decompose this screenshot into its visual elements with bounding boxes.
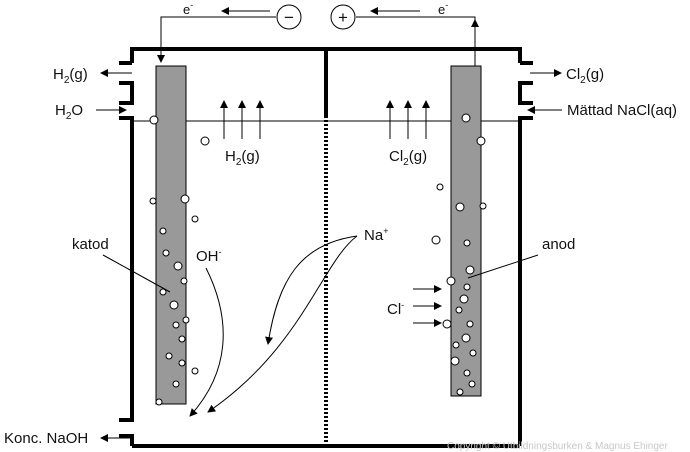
cathode-wire xyxy=(160,16,276,58)
minus-sign: − xyxy=(284,8,294,27)
anode-leader-line xyxy=(467,254,539,279)
right-electron-label: e- xyxy=(438,0,448,17)
sodium-label: Na+ xyxy=(364,226,388,244)
copyright-text: Copyright © Utbildningsburken & Magnus E… xyxy=(447,441,668,452)
left-electron-label: e- xyxy=(183,0,193,17)
cl2-rising-arrows xyxy=(386,100,430,139)
external-circuit xyxy=(160,16,476,66)
left-water-inlet-stub xyxy=(119,116,134,422)
anode-label: anod xyxy=(542,236,575,253)
h2-gas-label: H2(g) xyxy=(225,148,260,168)
cl2-gas-label: Cl2(g) xyxy=(389,148,427,168)
hydroxide-migration-arrow xyxy=(189,267,224,417)
h2-rising-arrows xyxy=(220,100,264,139)
right-brine-inlet-stub xyxy=(518,116,533,446)
anode-wire xyxy=(356,16,476,66)
anode-bubbles xyxy=(431,113,487,396)
cathode-electrode xyxy=(155,65,187,405)
positive-terminal xyxy=(330,4,356,30)
plus-sign: + xyxy=(338,8,348,27)
brine-inlet-label: Mättad NaCl(aq) xyxy=(567,102,677,119)
naoh-outlet-label: Konc. NaOH xyxy=(4,430,88,447)
chloride-label: Cl- xyxy=(387,300,404,318)
h2-outlet-label: H2(g) xyxy=(53,66,88,86)
sodium-migration-arrow-to-bottom xyxy=(207,235,358,413)
cathode-label: katod xyxy=(72,236,109,253)
negative-terminal xyxy=(276,4,302,30)
left-h2-outlet-stub xyxy=(119,61,134,105)
sodium-migration-arrow-to-cathode xyxy=(265,235,358,345)
cathode-leader-line xyxy=(102,254,171,293)
cl2-outlet-label: Cl2(g) xyxy=(566,66,604,86)
hydroxide-label: OH- xyxy=(196,247,222,265)
cathode-bubbles xyxy=(149,115,210,406)
right-cl2-outlet-stub xyxy=(518,61,533,105)
chloride-arrows xyxy=(413,285,442,327)
water-inlet-label: H2O xyxy=(55,102,83,122)
left-lower-wall xyxy=(119,434,134,446)
